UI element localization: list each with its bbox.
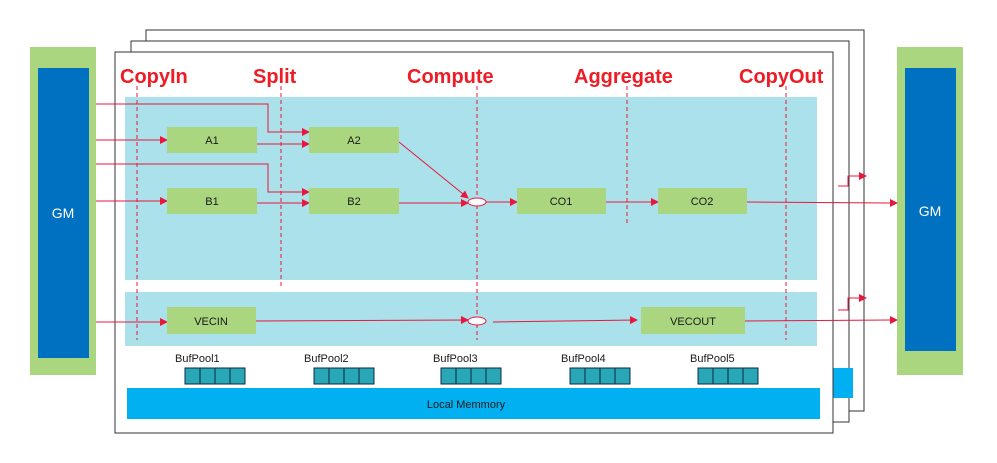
stage-aggregate: Aggregate <box>574 66 673 88</box>
block-co2 <box>658 188 747 214</box>
block-a2 <box>309 127 399 153</box>
gm-left-label: GM <box>52 205 75 221</box>
stage-dividers <box>136 86 787 340</box>
stage-compute: Compute <box>407 66 494 88</box>
bufpool-3-label: BufPool3 <box>433 353 478 365</box>
block-vecin <box>167 307 256 334</box>
block-a2-label: A2 <box>347 135 360 147</box>
block-b1 <box>167 188 257 214</box>
block-b2 <box>309 188 399 214</box>
gm-left-inner <box>38 68 89 358</box>
block-vecin-label: VECIN <box>194 316 228 328</box>
bufpool-2-label: BufPool2 <box>304 353 349 365</box>
block-co1 <box>517 188 606 214</box>
block-a1 <box>167 127 257 153</box>
bufpool-3 <box>440 367 502 385</box>
compute-junction-bottom <box>467 316 487 326</box>
block-vecout <box>641 307 745 334</box>
flow-arrows <box>96 103 898 326</box>
bufpool-5 <box>697 367 759 385</box>
gm-right-inner <box>905 68 956 351</box>
compute-junction-top <box>467 197 487 207</box>
local-memory-label: Local Memmory <box>427 399 506 411</box>
gm-right-label: GM <box>919 203 942 219</box>
block-b2-label: B2 <box>347 196 360 208</box>
block-a1-label: A1 <box>205 135 218 147</box>
back-frame-strip <box>833 368 853 398</box>
bufpool-5-label: BufPool5 <box>690 353 735 365</box>
block-b1-label: B1 <box>205 196 218 208</box>
bufpool-2 <box>313 367 375 385</box>
bufpool-1 <box>184 367 246 385</box>
bufpool-4-label: BufPool4 <box>561 353 606 365</box>
block-vecout-label: VECOUT <box>670 316 716 328</box>
bufpool-4 <box>569 367 631 385</box>
stage-copyout: CopyOut <box>739 66 824 88</box>
local-memory-bar <box>127 388 820 419</box>
block-co1-label: CO1 <box>550 196 573 208</box>
bufpool-1-label: BufPool1 <box>175 353 220 365</box>
block-co2-label: CO2 <box>691 196 714 208</box>
stage-copyin: CopyIn <box>120 66 188 88</box>
stage-split: Split <box>253 66 297 88</box>
